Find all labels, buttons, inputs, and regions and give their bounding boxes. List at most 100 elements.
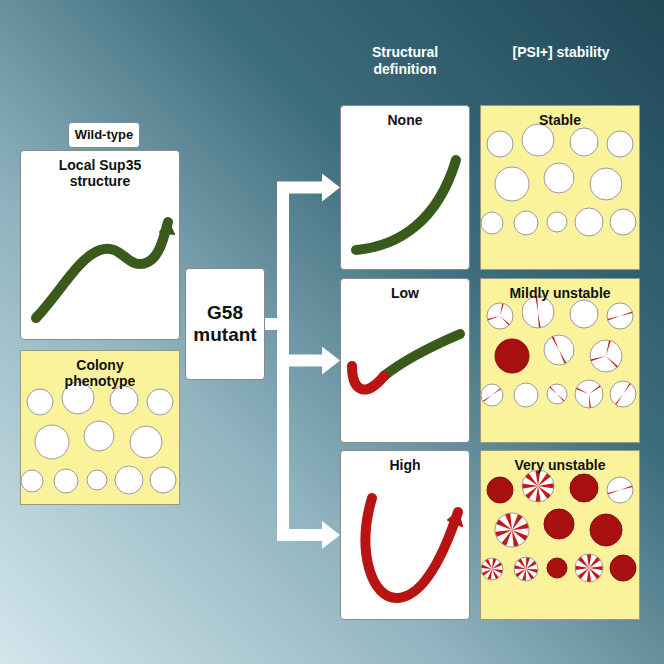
colony-outline [570, 128, 598, 156]
colony-outline [27, 389, 53, 415]
colony [544, 335, 574, 365]
colony [547, 558, 567, 578]
box-label: Colony phenotype [40, 351, 160, 389]
colony-outline [54, 469, 78, 493]
box-label: Wild-type [69, 123, 139, 142]
colony-outline [607, 131, 633, 157]
colony-outline [35, 425, 69, 459]
colony [514, 383, 538, 407]
colony [84, 421, 114, 451]
white-colony [522, 296, 554, 328]
white-colony [570, 128, 598, 156]
red-sector [535, 470, 540, 486]
white-colony [27, 389, 53, 415]
red-sector [512, 523, 529, 530]
block-arrow [265, 174, 340, 325]
white-colony [522, 470, 554, 502]
colony-outline [495, 167, 529, 201]
colony [590, 340, 622, 372]
colony-outline [547, 212, 567, 232]
colony [544, 509, 574, 539]
colony-outline [21, 470, 43, 492]
colony-outline [150, 467, 176, 493]
colony [607, 131, 633, 157]
colony [487, 131, 513, 157]
colony-outline [110, 386, 138, 414]
white-colony [610, 209, 636, 235]
arrow-head [322, 521, 340, 549]
white-colony [84, 421, 114, 451]
colony [87, 470, 107, 490]
colony-outline [590, 168, 622, 200]
white-colony [590, 340, 622, 372]
red-colony [495, 339, 529, 373]
colony-outline [522, 124, 554, 156]
colony [514, 557, 538, 581]
colony [110, 386, 138, 414]
white-colony [481, 212, 503, 234]
white-colony [495, 513, 529, 547]
colony [495, 339, 529, 373]
red-sector [492, 558, 497, 569]
red-sector [607, 316, 620, 320]
colony [522, 124, 554, 156]
colony [522, 470, 554, 502]
white-colony [544, 335, 574, 365]
colony-outline [481, 212, 503, 234]
sup35-structure-high-tip [448, 512, 462, 526]
colony-outline [514, 383, 538, 407]
colony [487, 303, 513, 329]
colony [522, 296, 554, 328]
colony-outline [487, 131, 513, 157]
white-colony [54, 469, 78, 493]
red-sector [512, 530, 519, 547]
colony-outline [590, 340, 622, 372]
white-colony [487, 303, 513, 329]
white-colony [570, 300, 598, 328]
colony-outline [481, 384, 503, 406]
red-sector [615, 394, 623, 405]
red-sector [589, 385, 601, 394]
colony-outline [487, 303, 513, 329]
white-colony [575, 380, 603, 408]
colony [570, 128, 598, 156]
white-colony [610, 381, 636, 407]
colony [570, 474, 598, 502]
red-sector [557, 394, 565, 401]
colony [481, 384, 503, 406]
box-label: None [345, 106, 465, 128]
red-sector [505, 513, 512, 530]
white-colony [514, 557, 538, 581]
white-colony [547, 384, 567, 404]
colony [487, 477, 513, 503]
colony [544, 163, 574, 193]
red-sector [538, 312, 541, 328]
colony [21, 470, 43, 492]
colony [610, 555, 636, 581]
red-colony [590, 514, 622, 546]
colony-outline [522, 296, 554, 328]
arrow-shaft [265, 324, 324, 535]
white-colony [522, 124, 554, 156]
white-colony [607, 477, 633, 503]
red-colony [570, 474, 598, 502]
white-colony [495, 167, 529, 201]
white-colony [575, 208, 603, 236]
red-sector [522, 484, 538, 489]
colony-outline [575, 554, 603, 582]
white-colony [514, 383, 538, 407]
colony-outline [522, 470, 554, 502]
colony [35, 425, 69, 459]
red-colony [487, 477, 513, 503]
white-colony [487, 131, 513, 157]
red-sector [590, 356, 606, 361]
sup35-structure-low-green [384, 334, 460, 376]
white-colony [150, 467, 176, 493]
red-sector [535, 296, 538, 312]
colony-outline [607, 303, 633, 329]
colony [575, 208, 603, 236]
colony [62, 382, 94, 414]
red-colony [544, 509, 574, 539]
arrow-head [322, 347, 340, 375]
white-colony [130, 426, 162, 458]
